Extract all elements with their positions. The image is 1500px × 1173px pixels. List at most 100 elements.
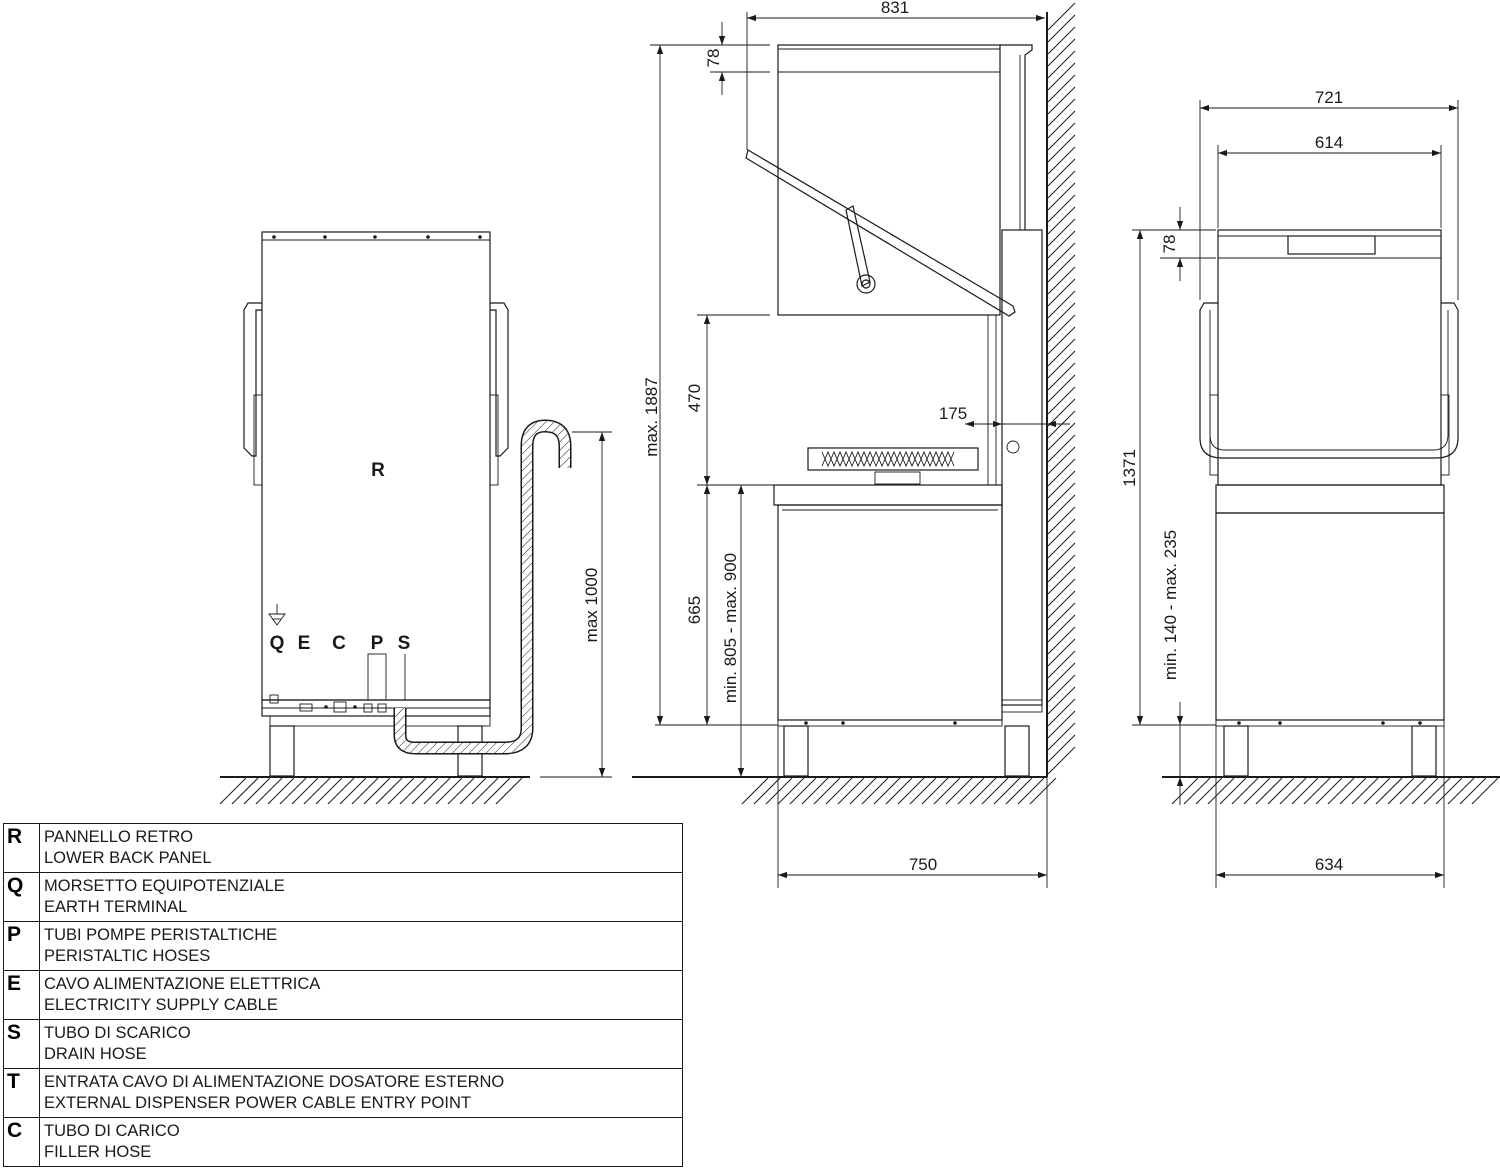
rear-panel-label: R bbox=[371, 460, 385, 481]
legend-italian-text: ENTRATA CAVO DI ALIMENTAZIONE DOSATORE E… bbox=[44, 1073, 505, 1091]
legend-english-text: LOWER BACK PANEL bbox=[44, 848, 212, 867]
floor-hatch-line bbox=[885, 777, 913, 805]
floor-hatch-line bbox=[1243, 777, 1271, 805]
wall-hatch-line bbox=[1047, 662, 1076, 691]
wall-hatch-line bbox=[1047, 674, 1076, 703]
legend-italian-text: TUBO DI CARICO bbox=[44, 1122, 180, 1140]
floor-hatch-line bbox=[267, 777, 295, 805]
floor-hatch-line bbox=[423, 777, 451, 805]
floor-hatch-line bbox=[897, 777, 925, 805]
legend-italian-text: TUBI POMPE PERISTALTICHE bbox=[44, 926, 278, 944]
legend-english-text: DRAIN HOSE bbox=[44, 1044, 147, 1063]
floor-hatch-line bbox=[777, 777, 805, 805]
wall-hatch-line bbox=[1047, 422, 1076, 451]
wall-hatch-line bbox=[1047, 566, 1076, 595]
rear-floor-hatch bbox=[219, 777, 523, 805]
wall-hatch-line bbox=[1047, 314, 1076, 343]
floor-hatch-line bbox=[219, 777, 247, 805]
floor-hatch-line bbox=[933, 777, 961, 805]
table-height-dimension: 665 bbox=[685, 596, 704, 624]
connection-label-q: Q bbox=[270, 633, 285, 654]
control-display bbox=[1287, 235, 1376, 255]
floor-hatch-line bbox=[447, 777, 475, 805]
leg-range-dimension: min. 140 - max. 235 bbox=[1161, 530, 1180, 680]
floor-hatch-line bbox=[1255, 777, 1283, 805]
wall-hatch-line bbox=[1047, 446, 1076, 475]
wall-clearance-dimension: 175 bbox=[939, 404, 967, 423]
floor-hatch-line bbox=[969, 777, 997, 805]
wall-hatch-line bbox=[1047, 578, 1076, 607]
wall-hatch-line bbox=[1047, 734, 1076, 763]
front-left-handle bbox=[1199, 302, 1459, 459]
front-worktop bbox=[1215, 484, 1445, 514]
wall-hatch-line bbox=[1047, 242, 1076, 271]
wall-hatch-line bbox=[1047, 626, 1076, 655]
legend-english-text: FILLER HOSE bbox=[44, 1142, 152, 1161]
front-tank bbox=[1215, 512, 1445, 721]
wall-hatch-line bbox=[1047, 722, 1076, 751]
floor-hatch-line bbox=[753, 777, 781, 805]
floor-hatch-line bbox=[483, 777, 511, 805]
front-right-foot bbox=[1411, 725, 1437, 777]
wall-hatch-line bbox=[1047, 134, 1076, 163]
floor-hatch-line bbox=[1339, 777, 1367, 805]
floor-hatch-line bbox=[921, 777, 949, 805]
opening-height-dimension: 470 bbox=[685, 384, 704, 412]
wall-hatch-line bbox=[1047, 302, 1076, 331]
floor-hatch-line bbox=[1171, 777, 1199, 805]
legend-english-text: EARTH TERMINAL bbox=[44, 897, 188, 916]
front-floor-hatch bbox=[1171, 777, 1499, 805]
floor-hatch-line bbox=[387, 777, 415, 805]
wall-hatch-line bbox=[1047, 458, 1076, 487]
floor-hatch-line bbox=[459, 777, 487, 805]
legend-code: S bbox=[3, 1019, 40, 1069]
wall-hatch-line bbox=[1047, 338, 1076, 367]
wall-hatch-line bbox=[1047, 494, 1076, 523]
hood bbox=[777, 44, 1001, 316]
legend-code: P bbox=[3, 921, 40, 971]
floor-hatch-line bbox=[1267, 777, 1295, 805]
floor-hatch-line bbox=[789, 777, 817, 805]
front-hood bbox=[1217, 229, 1442, 486]
side-hood-height-dimension: 78 bbox=[704, 49, 723, 68]
floor-hatch-line bbox=[1351, 777, 1379, 805]
wall-hatch-line bbox=[1047, 470, 1076, 499]
floor-hatch-line bbox=[363, 777, 391, 805]
legend-english-text: PERISTALTIC HOSES bbox=[44, 946, 211, 965]
wall-hatch-line bbox=[1047, 602, 1076, 631]
rear-left-handle bbox=[243, 302, 262, 457]
floor-hatch-line bbox=[1315, 777, 1343, 805]
legend-code: R bbox=[3, 823, 40, 873]
wall-hatch-line bbox=[1047, 158, 1076, 187]
floor-hatch-line bbox=[471, 777, 499, 805]
wall-hatch-line bbox=[1047, 26, 1076, 55]
floor-hatch-line bbox=[765, 777, 793, 805]
wall-hatch-line bbox=[1047, 170, 1076, 199]
legend-description: TUBO DI CARICO FILLER HOSE bbox=[39, 1117, 683, 1167]
wall-hatch-line bbox=[1047, 2, 1076, 31]
floor-hatch-line bbox=[909, 777, 937, 805]
wall-hatch-line bbox=[1047, 266, 1076, 295]
base-depth-dimension: 750 bbox=[909, 855, 937, 874]
floor-hatch-line bbox=[303, 777, 331, 805]
legend-code: T bbox=[3, 1068, 40, 1118]
legend-italian-text: PANNELLO RETRO bbox=[44, 828, 194, 846]
overall-width-dimension: 721 bbox=[1315, 88, 1343, 107]
floor-hatch-line bbox=[1411, 777, 1439, 805]
base-width-dimension: 634 bbox=[1315, 855, 1343, 874]
wall-hatch-line bbox=[1047, 230, 1076, 259]
overall-depth-dimension: 831 bbox=[881, 0, 909, 17]
floor-hatch-line bbox=[231, 777, 259, 805]
hood-width-dimension: 614 bbox=[1315, 133, 1343, 152]
wall-hatch-line bbox=[1047, 122, 1076, 151]
rack-wire bbox=[821, 450, 955, 468]
front-left-foot bbox=[1223, 725, 1249, 777]
floor-hatch-line bbox=[411, 777, 439, 805]
worktop bbox=[773, 484, 1003, 506]
